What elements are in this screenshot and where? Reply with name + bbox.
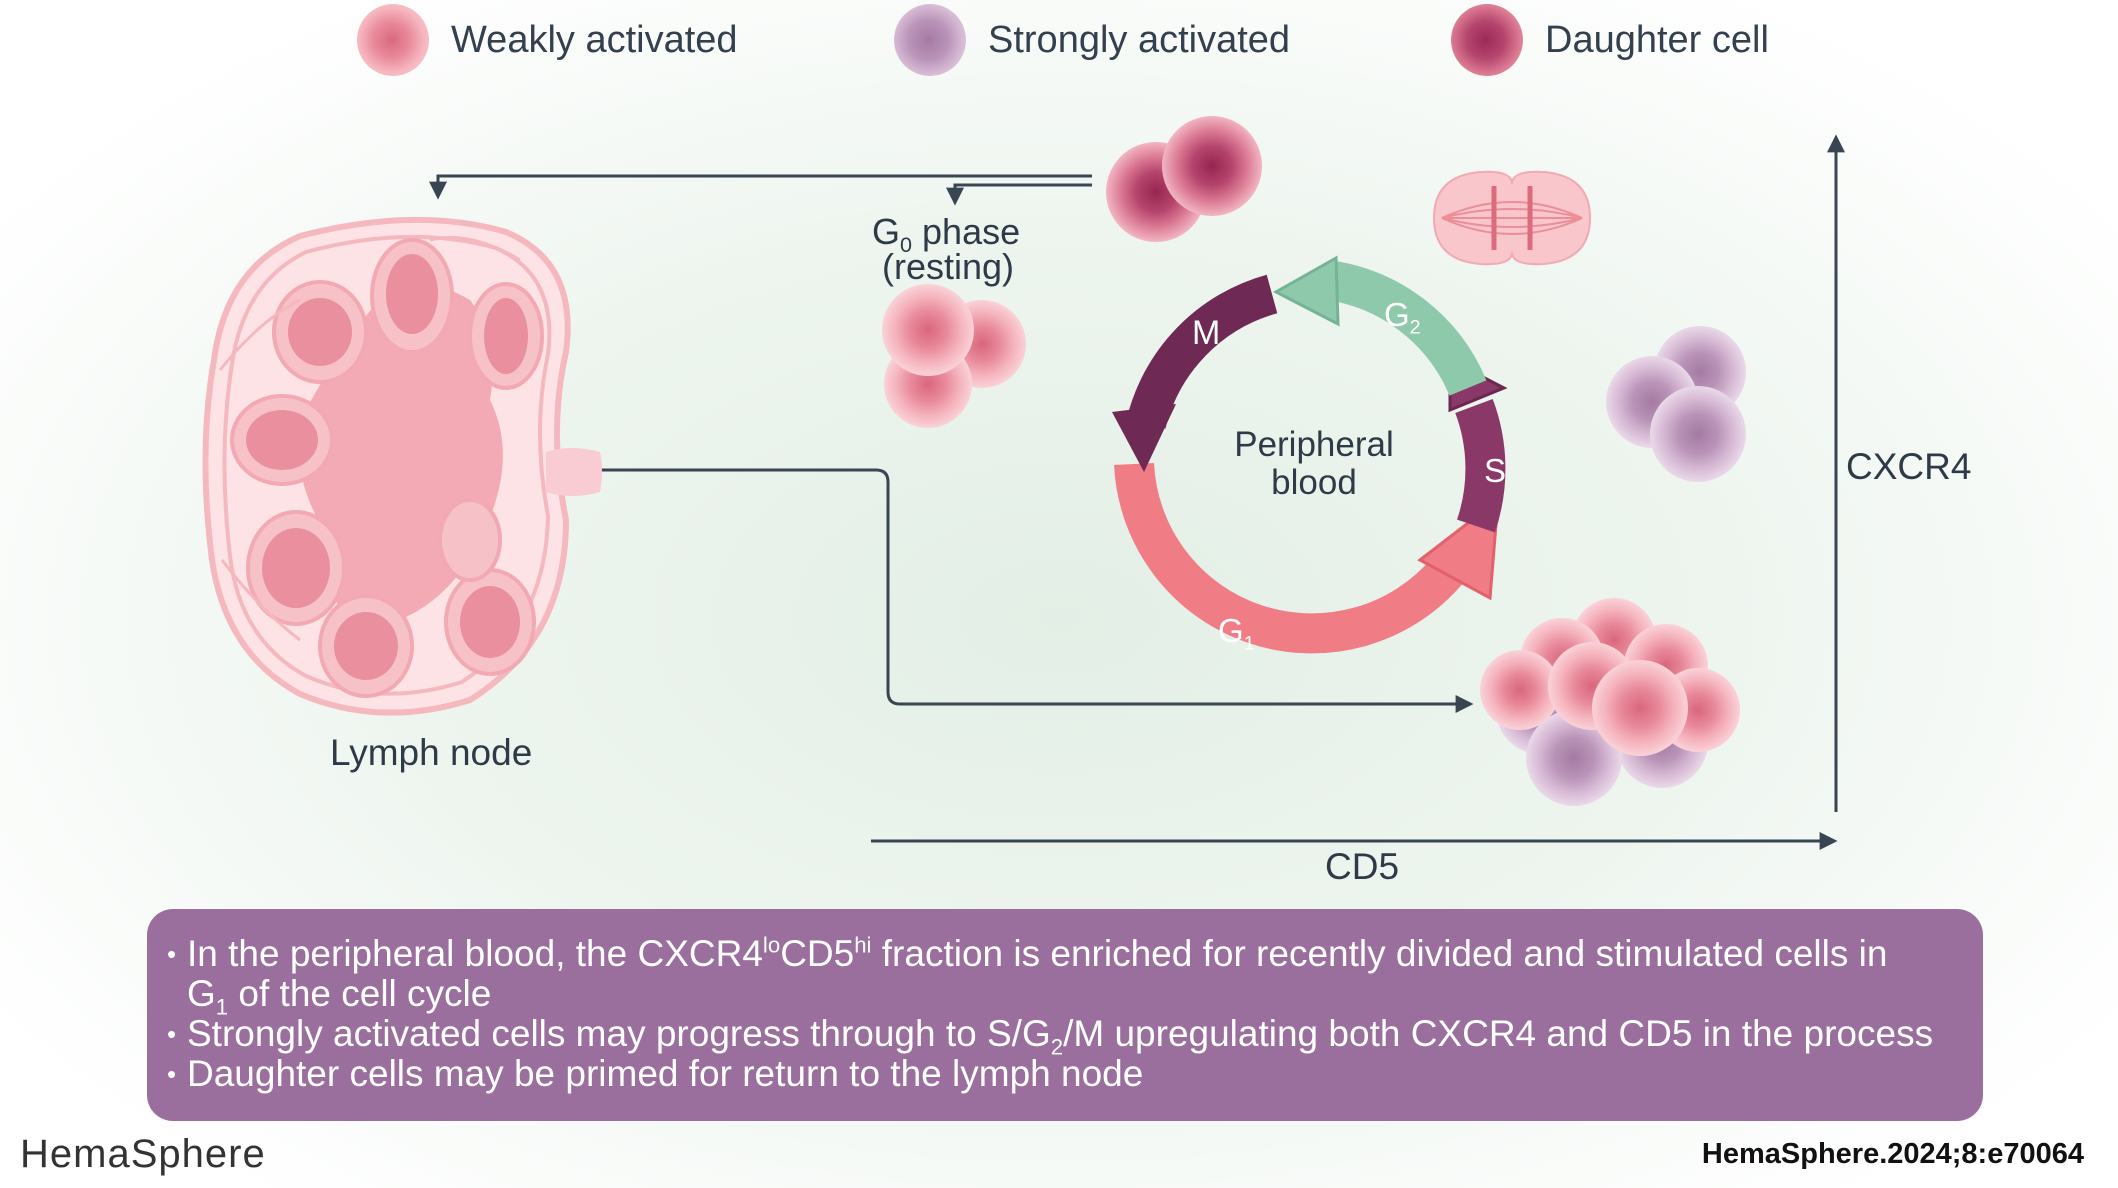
daughter-cells-top xyxy=(1106,116,1262,242)
phase-g2-arrowhead xyxy=(1272,255,1340,327)
cxcr4-axis-label: CXCR4 xyxy=(1846,446,1972,487)
summary-bullet-2: •Strongly activated cells may progress t… xyxy=(167,1013,1934,1060)
summary-box: •In the peripheral blood, the CXCR4loCD5… xyxy=(147,909,1983,1121)
legend-weakly-activated: Weakly activated xyxy=(357,4,738,76)
lymph-node-label: Lymph node xyxy=(330,732,533,773)
legend-weak-label: Weakly activated xyxy=(451,18,738,61)
mixed-cell-cluster xyxy=(1480,598,1740,806)
summary-bullet-3: •Daughter cells may be primed for return… xyxy=(167,1053,1144,1094)
g0-resting-cells xyxy=(882,284,1026,428)
daughter-cell-swatch xyxy=(1451,4,1523,76)
citation: HemaSphere.2024;8:e70064 xyxy=(1701,1138,2084,1170)
legend-strong-label: Strongly activated xyxy=(988,18,1291,61)
cd5-axis-label: CD5 xyxy=(1325,846,1400,887)
phase-m-arrowhead xyxy=(1112,404,1176,472)
phase-m-arc xyxy=(1126,274,1278,430)
journal-logo: HemaSphere xyxy=(20,1132,266,1176)
weakly-activated-swatch xyxy=(357,4,429,76)
g0-phase-label: G0 phase xyxy=(872,211,1021,258)
g0-resting-label: (resting) xyxy=(882,246,1015,287)
strongly-activated-swatch xyxy=(894,4,966,76)
dividing-cell xyxy=(1432,170,1592,266)
lymph-node-illustration xyxy=(202,216,602,716)
lymph-node-to-blood-arrow xyxy=(597,468,1474,713)
phase-s-label: S xyxy=(1484,452,1507,489)
phase-s-arc xyxy=(1455,398,1506,533)
strongly-activated-cells xyxy=(1606,326,1746,482)
legend-daughter-label: Daughter cell xyxy=(1545,18,1769,61)
return-to-lymph-node-arrow xyxy=(429,174,1092,200)
legend-strongly-activated: Strongly activated xyxy=(894,4,1290,76)
to-g0-arrow xyxy=(946,183,1092,206)
phase-g1-label: G1 xyxy=(1218,612,1255,655)
cell-cycle-ring xyxy=(1112,255,1508,654)
summary-bullet-1-continued: G1 of the cell cycle xyxy=(187,973,492,1020)
phase-g2-label: G2 xyxy=(1384,296,1421,339)
phase-g2-arc xyxy=(1324,260,1487,397)
legend-daughter-cell: Daughter cell xyxy=(1451,4,1769,76)
phase-g1-arc xyxy=(1114,462,1464,654)
phase-m-label: M xyxy=(1192,314,1221,352)
summary-bullet-1: •In the peripheral blood, the CXCR4loCD5… xyxy=(167,932,1888,974)
